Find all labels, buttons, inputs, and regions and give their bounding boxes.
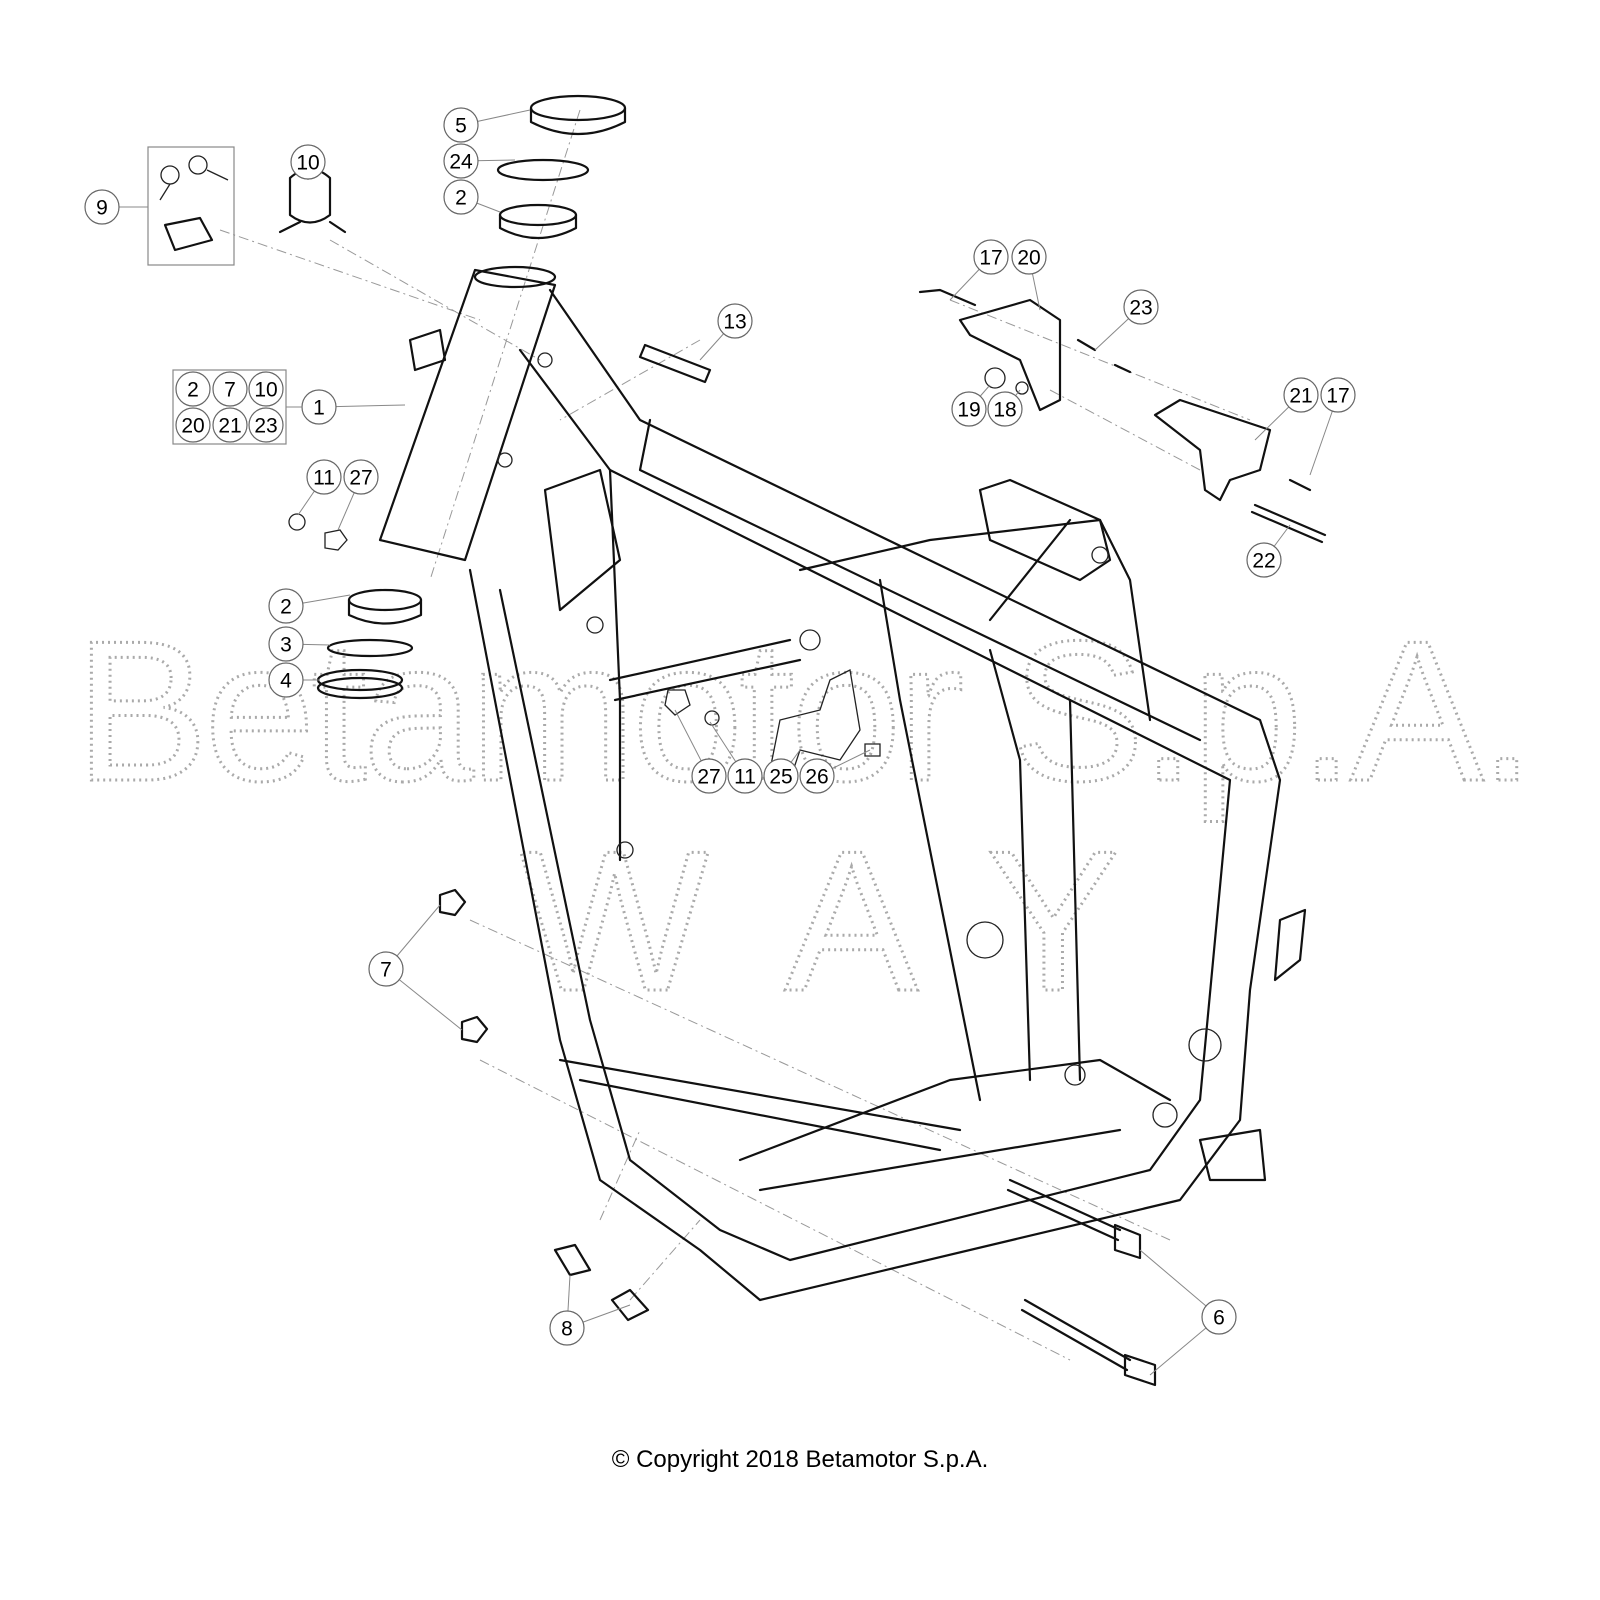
- kit-box: 2 7 10 20 21 23: [172, 369, 302, 445]
- kit-callout-number: 23: [254, 415, 277, 438]
- kit-callout-circle: [212, 407, 248, 443]
- callout-number: 22: [1252, 550, 1275, 573]
- callout-circle: [84, 189, 120, 225]
- callout-circle: [443, 143, 479, 179]
- callout-number: 27: [697, 766, 720, 789]
- callout-circle: [987, 391, 1023, 427]
- callout-2: 2: [443, 179, 501, 215]
- callout-24: 24: [443, 143, 516, 179]
- callout-circle: [368, 951, 404, 987]
- callout-circle: [717, 303, 753, 339]
- callout-number: 1: [313, 397, 325, 420]
- callout-7: 7: [368, 904, 463, 1031]
- callout-circle: [268, 626, 304, 662]
- callout-11: 11: [297, 459, 342, 516]
- kit-callout-number: 7: [224, 379, 236, 402]
- callout-5: 5: [443, 107, 531, 143]
- callout-circle: [306, 459, 342, 495]
- kit-callout-circle: [175, 371, 211, 407]
- callout-21: 21: [1254, 377, 1319, 441]
- callout-circle: [443, 179, 479, 215]
- loose-parts: [147, 94, 1327, 1387]
- callout-number: 25: [769, 766, 792, 789]
- kit-callout-number: 2: [187, 379, 199, 402]
- callout-number: 20: [1017, 247, 1040, 270]
- callout-number: 10: [296, 152, 319, 175]
- callout-circle: [1201, 1299, 1237, 1335]
- callout-3: 3: [268, 626, 331, 662]
- callout-circle: [973, 239, 1009, 275]
- assembly-leader-lines: [219, 109, 1251, 1361]
- callout-25: 25: [763, 749, 801, 794]
- callout-9: 9: [84, 189, 148, 225]
- kit-callout-number: 20: [181, 415, 204, 438]
- callout-17: 17: [949, 239, 1009, 301]
- callout-number: 17: [979, 247, 1002, 270]
- callout-number: 2: [455, 187, 467, 210]
- callout-circle: [1011, 239, 1047, 275]
- svg-text:WAY: WAY: [520, 810, 1120, 1033]
- callout-circle: [951, 391, 987, 427]
- copyright-text: © Copyright 2018 Betamotor S.p.A.: [611, 1446, 989, 1473]
- callout-number: 23: [1129, 297, 1152, 320]
- callout-circle: [268, 662, 304, 698]
- callout-number: 11: [313, 467, 335, 490]
- callout-circle: [799, 758, 835, 794]
- callout-27: 27: [337, 459, 379, 531]
- callout-27: 27: [674, 709, 727, 794]
- kit-callout-circle: [248, 371, 284, 407]
- callout-number: 9: [96, 197, 108, 220]
- callout-number: 2: [280, 596, 292, 619]
- callout-22: 22: [1246, 524, 1291, 578]
- callout-number: 8: [561, 1318, 573, 1341]
- callout-4: 4: [268, 662, 320, 698]
- callout-circle: [763, 758, 799, 794]
- kit-callout-circle: [175, 407, 211, 443]
- callout-number: 21: [1289, 385, 1312, 408]
- callout-circle: [691, 758, 727, 794]
- callout-number: 4: [280, 670, 292, 693]
- callout-13: 13: [699, 303, 753, 361]
- callout-number: 17: [1326, 385, 1349, 408]
- callout-number: 18: [993, 399, 1016, 422]
- callout-number: 7: [380, 959, 392, 982]
- callout-23: 23: [1094, 289, 1159, 351]
- callout-circle: [727, 758, 763, 794]
- callout-circle: [1246, 542, 1282, 578]
- callout-number: 11: [734, 766, 756, 789]
- callout-circle: [343, 459, 379, 495]
- callout-number: 5: [455, 115, 467, 138]
- callout-circle: [1283, 377, 1319, 413]
- callout-number: 3: [280, 634, 292, 657]
- callout-8: 8: [549, 1274, 631, 1346]
- callout-2: 2: [268, 588, 351, 624]
- kit-callout-number: 10: [254, 379, 277, 402]
- callout-10: 10: [290, 144, 326, 180]
- callout-1: 1: [301, 389, 406, 425]
- callout-number: 24: [449, 151, 473, 174]
- callout-number: 13: [723, 311, 746, 334]
- callout-6: 6: [1139, 1249, 1237, 1376]
- callout-number: 19: [957, 399, 980, 422]
- callout-number: 6: [1213, 1307, 1225, 1330]
- callout-circle: [268, 588, 304, 624]
- kit-callout-circle: [248, 407, 284, 443]
- kit-callout-circle: [212, 371, 248, 407]
- callout-circle: [1320, 377, 1356, 413]
- callout-circle: [1123, 289, 1159, 325]
- callout-26: 26: [799, 749, 871, 794]
- callout-19: 19: [951, 384, 991, 427]
- callout-17: 17: [1309, 377, 1356, 476]
- callout-circle: [549, 1310, 585, 1346]
- frame-drawing: [378, 265, 1307, 1302]
- callout-number: 27: [349, 467, 372, 490]
- callout-circle: [443, 107, 479, 143]
- callout-11: 11: [709, 721, 763, 794]
- callout-18: 18: [987, 389, 1023, 427]
- kit-callout-number: 21: [218, 415, 241, 438]
- callout-20: 20: [1011, 239, 1047, 311]
- callout-circle: [290, 144, 326, 180]
- callout-number: 26: [805, 766, 828, 789]
